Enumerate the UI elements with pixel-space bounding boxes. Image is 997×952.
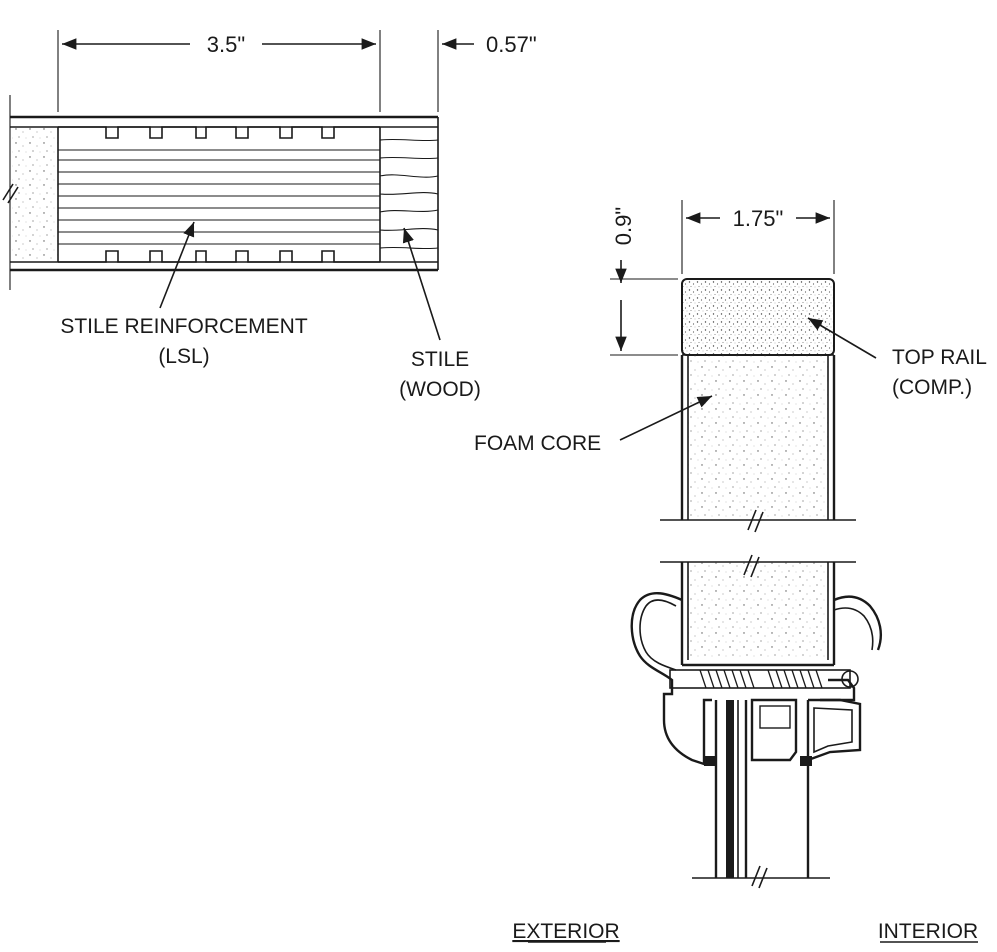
top-rail-label: TOP RAIL xyxy=(892,346,987,369)
stile-reinforcement-sub: (LSL) xyxy=(158,345,209,368)
glazing-frame xyxy=(630,592,882,889)
interior-label: INTERIOR xyxy=(878,920,978,943)
top-rail-sub: (COMP.) xyxy=(892,376,972,399)
top-notches xyxy=(58,126,380,139)
wood-grain xyxy=(379,138,439,250)
foam-core-fill xyxy=(12,127,58,262)
stile-edge-dimension: 0.57" xyxy=(486,32,537,57)
exterior-label: EXTERIOR xyxy=(512,920,619,943)
stile-width-dimension: 3.5" xyxy=(207,32,245,57)
bottom-notches xyxy=(58,250,380,263)
foam-core-label: FOAM CORE xyxy=(474,432,601,455)
stile-sub: (WOOD) xyxy=(399,378,481,401)
stile-reinforcement-label: STILE REINFORCEMENT xyxy=(60,315,308,338)
stile-label: STILE xyxy=(411,348,469,371)
lsl-laminations xyxy=(58,149,380,245)
door-vertical-section: 1.75" 0.9" TOP RAIL (COMP.) FOAM CORE xyxy=(474,200,987,943)
door-thickness-dimension: 1.75" xyxy=(733,206,784,231)
top-rail-dimension: 0.9" xyxy=(611,207,636,245)
stile-section: 3.5" 0.57" STILE REINFORCEMENT (LSL) STI… xyxy=(2,30,537,401)
